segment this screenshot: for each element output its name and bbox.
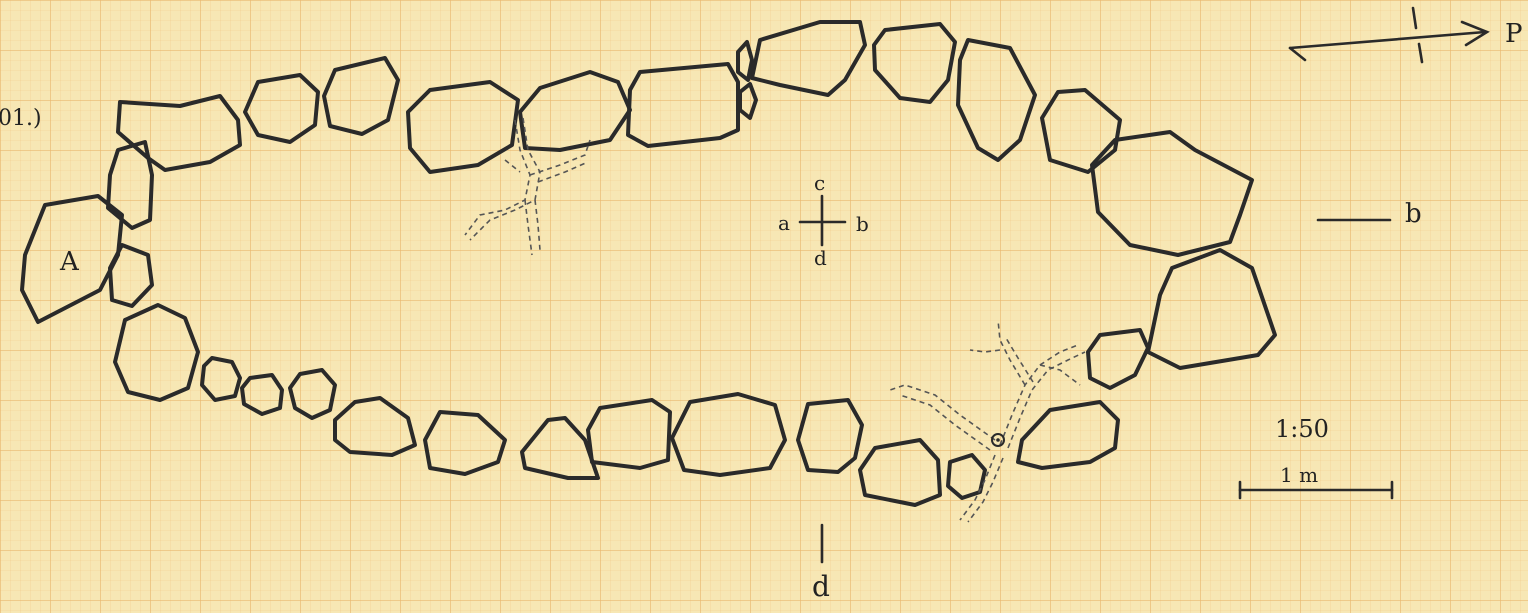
stone: [956, 38, 1037, 162]
section-marker-south-label: d: [812, 570, 830, 603]
margin-note: 01.): [0, 106, 42, 131]
stone: [333, 396, 417, 457]
stone: [108, 243, 154, 308]
stone: [670, 392, 787, 477]
stone: [586, 398, 672, 470]
stone: [872, 22, 957, 104]
scale-bar-label: 1 m: [1280, 463, 1318, 487]
stone: [1016, 400, 1120, 470]
stone: [406, 80, 520, 174]
stone: [520, 416, 600, 480]
north-arrow-label: P: [1505, 19, 1523, 49]
stone: [750, 20, 867, 97]
stone-a: [20, 194, 124, 324]
stone: [116, 94, 242, 172]
stone-ring: [20, 20, 1277, 507]
stone: [626, 62, 740, 148]
stone: [736, 40, 754, 82]
stone: [946, 453, 987, 500]
section-marker-east: b: [1316, 199, 1422, 229]
section-marker-east-label: b: [1405, 199, 1422, 229]
stone: [1040, 88, 1122, 174]
stone: [738, 82, 758, 120]
scale-bar: 1:50 1 m: [1238, 415, 1394, 500]
north-arrow: P: [1288, 6, 1523, 64]
stone: [796, 398, 864, 474]
section-cross: a b c d: [778, 171, 869, 270]
section-label-a: a: [778, 211, 790, 235]
stone: [518, 70, 632, 152]
section-label-c: c: [814, 171, 825, 195]
stone: [1090, 130, 1254, 257]
section-label-d: d: [814, 246, 827, 270]
stone: [200, 356, 242, 402]
section-marker-south: d: [812, 523, 830, 603]
stone: [240, 373, 284, 416]
stone-a-label: A: [59, 247, 80, 277]
stone: [113, 303, 200, 402]
stone: [1146, 248, 1277, 370]
stone: [423, 410, 507, 476]
root-centre-marker: [991, 433, 1005, 447]
stone: [243, 73, 320, 144]
stone: [288, 368, 337, 420]
scale-ratio: 1:50: [1275, 415, 1329, 443]
section-label-b: b: [856, 212, 869, 236]
stone: [858, 438, 942, 507]
root-traces: [464, 117, 1086, 523]
stone: [322, 56, 400, 136]
stone: [1086, 328, 1150, 390]
stone: [106, 140, 154, 230]
